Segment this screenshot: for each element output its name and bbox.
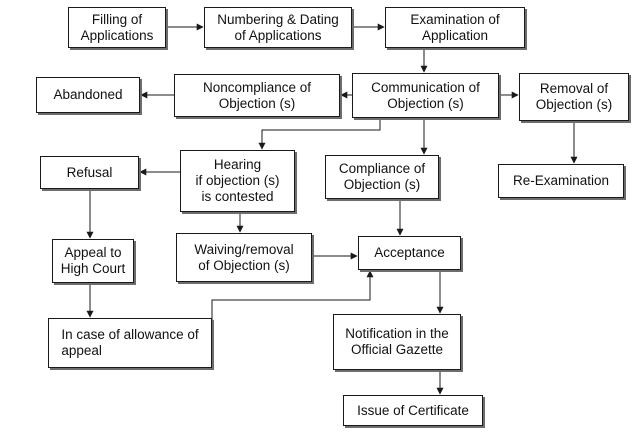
arrow-communication-to-hearing — [258, 118, 381, 150]
node-noncompliance-of-objections: Noncompliance of Objection (s) — [174, 74, 340, 117]
node-notification-label: Notification in the Official Gazette — [345, 326, 449, 357]
node-appeal-to-high-court: Appeal to High Court — [52, 239, 134, 283]
node-removal-label: Removal of Objection (s) — [535, 81, 613, 112]
node-communication-label: Communication of Objection (s) — [371, 79, 480, 111]
node-removal-of-objections: Removal of Objection (s) — [519, 73, 629, 121]
node-refusal-label: Refusal — [66, 164, 113, 180]
node-numbering-and-dating: Numbering & Dating of Applications — [204, 7, 352, 48]
node-communication-of-objections: Communication of Objection (s) — [352, 73, 499, 118]
node-waiving-label: Waiving/removal of Objection (s) — [194, 241, 294, 273]
node-notification-in-gazette: Notification in the Official Gazette — [333, 314, 461, 370]
arrow-allowance-to-acceptance — [211, 270, 374, 323]
node-filling-of-applications: Filling of Applications — [68, 7, 166, 48]
node-reexam-label: Re-Examination — [512, 173, 610, 188]
node-abandoned: Abandoned — [36, 77, 140, 113]
node-acceptance-label: Acceptance — [374, 245, 445, 260]
node-appeal-label: Appeal to High Court — [60, 245, 126, 276]
node-issue-of-certificate: Issue of Certificate — [343, 395, 483, 426]
node-hearing-label: Hearing if objection (s) is contested — [195, 157, 280, 204]
node-hearing: Hearing if objection (s) is contested — [180, 150, 295, 212]
node-allowance-of-appeal: In case of allowance of appeal — [48, 318, 212, 368]
node-filling-label: Filling of Applications — [80, 11, 154, 43]
node-noncompliance-label: Noncompliance of Objection (s) — [202, 79, 312, 111]
node-refusal: Refusal — [40, 156, 139, 189]
node-re-examination: Re-Examination — [498, 164, 624, 198]
node-certificate-label: Issue of Certificate — [357, 402, 469, 418]
node-allowance-label: In case of allowance of appeal — [61, 327, 199, 358]
node-compliance-label: Compliance of Objection (s) — [338, 161, 426, 192]
node-abandoned-label: Abandoned — [53, 87, 123, 102]
node-compliance-of-objections: Compliance of Objection (s) — [325, 155, 439, 199]
node-acceptance: Acceptance — [358, 236, 461, 270]
node-numbering-label: Numbering & Dating of Applications — [217, 11, 339, 43]
node-examination-of-application: Examination of Application — [385, 7, 525, 48]
node-waiving-removal-of-objections: Waiving/removal of Objection (s) — [176, 233, 312, 282]
node-examination-label: Examination of Application — [410, 11, 500, 43]
